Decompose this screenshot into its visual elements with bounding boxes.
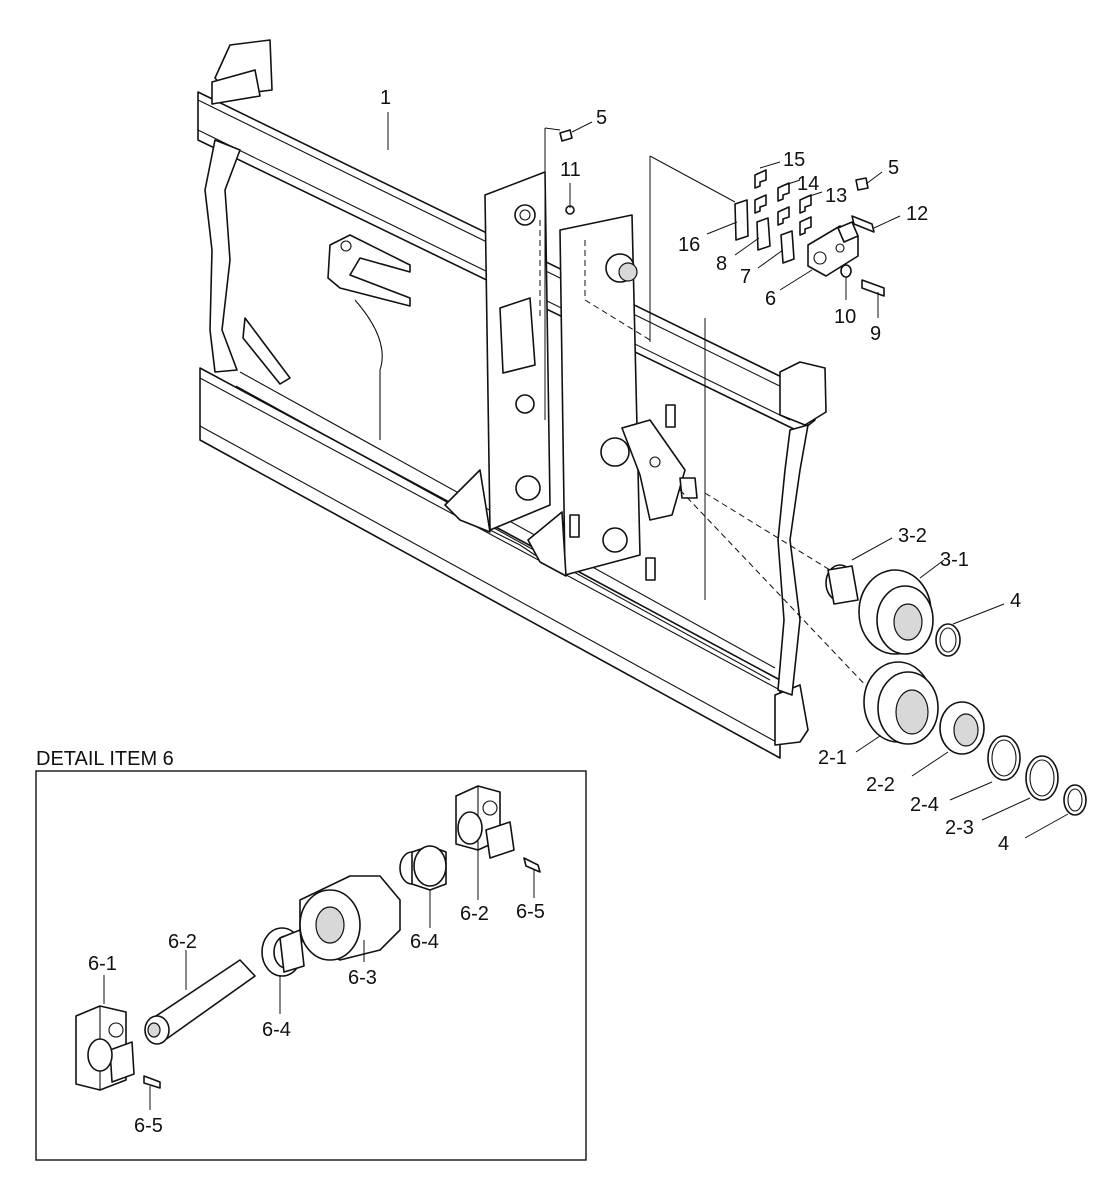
roller-3 [825, 564, 961, 657]
label-6-5-left: 6-5 [134, 1115, 163, 1137]
label-16: 16 [678, 234, 700, 256]
label-2-3: 2-3 [945, 817, 974, 839]
label-6-1: 6-1 [88, 953, 117, 975]
leader-lines [387, 112, 1069, 839]
detail-title: DETAIL ITEM 6 [36, 748, 174, 770]
label-5-right: 5 [888, 157, 899, 179]
label-2-2: 2-2 [866, 774, 895, 796]
shim-group [734, 169, 812, 264]
label-8: 8 [716, 253, 727, 275]
label-2-1: 2-1 [818, 747, 847, 769]
label-14: 14 [797, 173, 819, 195]
detail-labels: 6-1 6-2 6-5 6-4 6-3 6-4 6-2 6-5 [88, 901, 545, 1137]
label-5-top: 5 [596, 107, 607, 129]
detail-parts [75, 785, 541, 1091]
label-12: 12 [906, 203, 928, 225]
label-6: 6 [765, 288, 776, 310]
label-9: 9 [870, 323, 881, 345]
label-15: 15 [783, 149, 805, 171]
label-6-5-right: 6-5 [516, 901, 545, 923]
label-6-4-right: 6-4 [410, 931, 439, 953]
carriage-frame [197, 39, 827, 759]
detail-leaders [103, 850, 535, 1110]
label-4-upper: 4 [1010, 590, 1021, 612]
label-7: 7 [740, 266, 751, 288]
roller-2 [863, 661, 1087, 816]
callout-labels: 1 5 11 15 14 13 5 12 16 8 7 6 10 9 3-2 3… [380, 87, 1021, 855]
assembly-lines [539, 127, 871, 691]
label-13: 13 [825, 185, 847, 207]
label-11: 11 [560, 159, 581, 181]
label-10: 10 [834, 306, 856, 328]
label-6-3: 6-3 [348, 967, 377, 989]
label-3-2: 3-2 [898, 525, 927, 547]
label-3-1: 3-1 [940, 549, 969, 571]
label-1: 1 [380, 87, 391, 109]
stopper-block [559, 129, 885, 297]
label-6-4-left: 6-4 [262, 1019, 291, 1041]
label-4-lower: 4 [998, 833, 1009, 855]
label-6-2-shaft: 6-2 [168, 931, 197, 953]
label-6-2-block: 6-2 [460, 903, 489, 925]
label-2-4: 2-4 [910, 794, 939, 816]
